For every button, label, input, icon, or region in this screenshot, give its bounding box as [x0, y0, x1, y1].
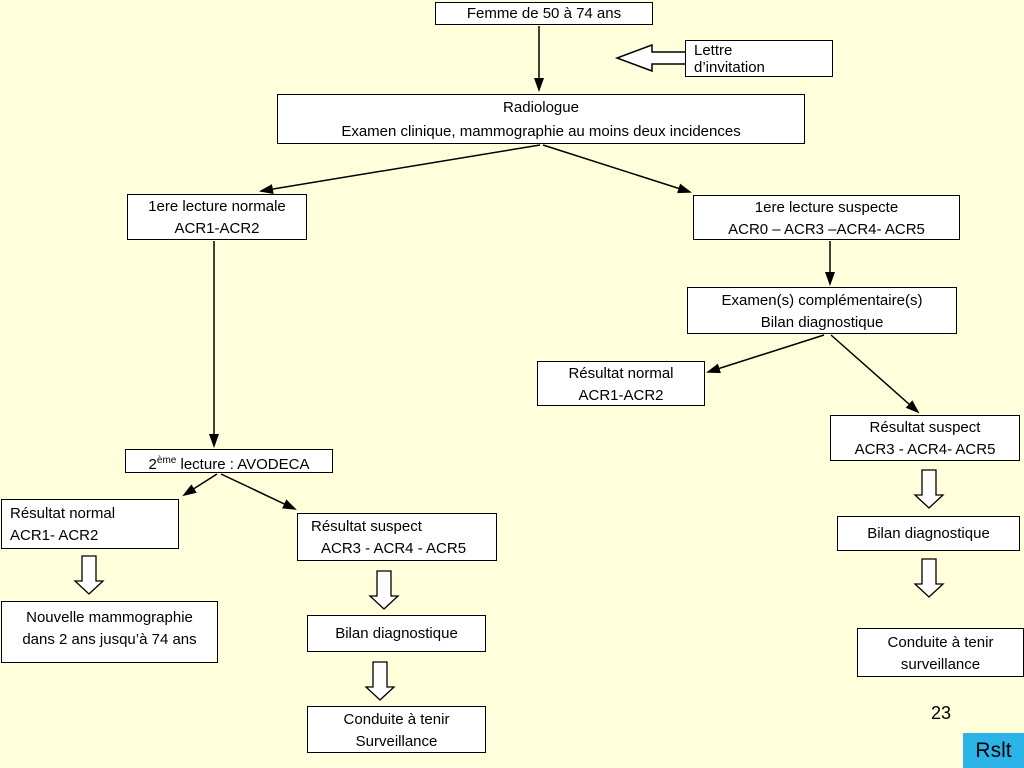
node-radiologue: Radiologue Examen clinique, mammographie…: [277, 94, 805, 144]
node-line: ACR3 - ACR4 - ACR5: [321, 540, 467, 557]
node-line: Résultat suspect: [311, 518, 422, 535]
node-line: Résultat suspect: [869, 419, 981, 436]
node-line: ACR1-ACR2: [174, 220, 260, 237]
node-line: 1ere lecture normale: [148, 198, 286, 215]
node-line: Examen(s) complémentaire(s): [721, 292, 923, 309]
arrow-radiologue-to-lecture-suspecte: [542, 144, 692, 194]
node-line: 2ème lecture : AVODECA: [126, 450, 332, 476]
node-line: ACR3 - ACR4- ACR5: [854, 441, 996, 458]
node-bilan-diagnostique-right: Bilan diagnostique: [837, 516, 1020, 551]
node-text: 2: [148, 456, 157, 473]
arrow-examens-to-resultat-suspect: [830, 334, 920, 414]
node-line: ACR1-ACR2: [578, 387, 664, 404]
arrow-radiologue-to-lecture-normale: [259, 144, 541, 194]
down-arrow-icon-mid-2: [364, 661, 396, 701]
down-arrow-icon-left: [73, 555, 105, 595]
node-line: Résultat normal: [568, 365, 674, 382]
slide-page-number: 23: [930, 703, 952, 723]
node-1ere-lecture-suspecte: 1ere lecture suspecte ACR0 – ACR3 –ACR4-…: [693, 195, 960, 240]
node-line: Examen clinique, mammographie au moins d…: [341, 123, 741, 140]
node-resultat-normal-right: Résultat normal ACR1-ACR2: [537, 361, 705, 406]
arrow-examens-to-resultat-normal: [706, 334, 825, 374]
node-femme-50-74: Femme de 50 à 74 ans: [435, 2, 653, 25]
node-bilan-diagnostique-mid: Bilan diagnostique: [307, 615, 486, 652]
node-line: Conduite à tenir: [343, 711, 450, 728]
node-resultat-suspect-right: Résultat suspect ACR3 - ACR4- ACR5: [830, 415, 1020, 461]
node-line: surveillance: [900, 656, 981, 673]
node-examens-complementaires: Examen(s) complémentaire(s) Bilan diagno…: [687, 287, 957, 334]
node-1ere-lecture-normale: 1ere lecture normale ACR1-ACR2: [127, 194, 307, 240]
node-line: Nouvelle mammographie: [26, 609, 193, 626]
node-line: ACR0 – ACR3 –ACR4- ACR5: [728, 221, 925, 238]
lettre-invitation-block-arrow-icon: [614, 43, 687, 73]
node-conduite-a-tenir-right: Conduite à tenir surveillance: [857, 628, 1024, 677]
node-line: ACR1- ACR2: [10, 527, 99, 544]
node-resultat-normal-left: Résultat normal ACR1- ACR2: [1, 499, 179, 549]
node-line: 1ere lecture suspecte: [754, 199, 899, 216]
down-arrow-icon-mid-1: [368, 570, 400, 610]
node-line: Surveillance: [355, 733, 438, 750]
node-line: Radiologue: [503, 99, 579, 116]
down-arrow-icon-right-2: [913, 558, 945, 598]
down-arrow-icon-right-1: [913, 469, 945, 509]
node-line: d’invitation: [694, 59, 765, 76]
node-line: Résultat normal: [10, 505, 116, 522]
arrow-2eme-to-resultat-suspect: [220, 473, 297, 510]
rslt-nav-button[interactable]: Rslt: [963, 733, 1024, 768]
node-text: lecture : AVODECA: [176, 456, 310, 473]
node-line: Bilan diagnostique: [867, 525, 990, 542]
node-line: Conduite à tenir: [887, 634, 994, 651]
node-line: dans 2 ans jusqu’à 74 ans: [22, 631, 197, 648]
node-resultat-suspect-mid: Résultat suspect ACR3 - ACR4 - ACR5: [297, 513, 497, 561]
node-line: Lettre: [694, 42, 733, 59]
node-nouvelle-mammographie: Nouvelle mammographie dans 2 ans jusqu’à…: [1, 601, 218, 663]
node-2eme-lecture-avodeca: 2ème lecture : AVODECA: [125, 449, 333, 473]
node-line: Bilan diagnostique: [760, 314, 884, 331]
node-line: Bilan diagnostique: [335, 625, 458, 642]
node-line: Femme de 50 à 74 ans: [466, 5, 622, 22]
arrow-2eme-to-resultat-normal: [182, 473, 218, 497]
node-text-sup: ème: [156, 455, 177, 466]
node-conduite-a-tenir-mid: Conduite à tenir Surveillance: [307, 706, 486, 753]
node-lettre-invitation: Lettre d’invitation: [685, 40, 833, 77]
